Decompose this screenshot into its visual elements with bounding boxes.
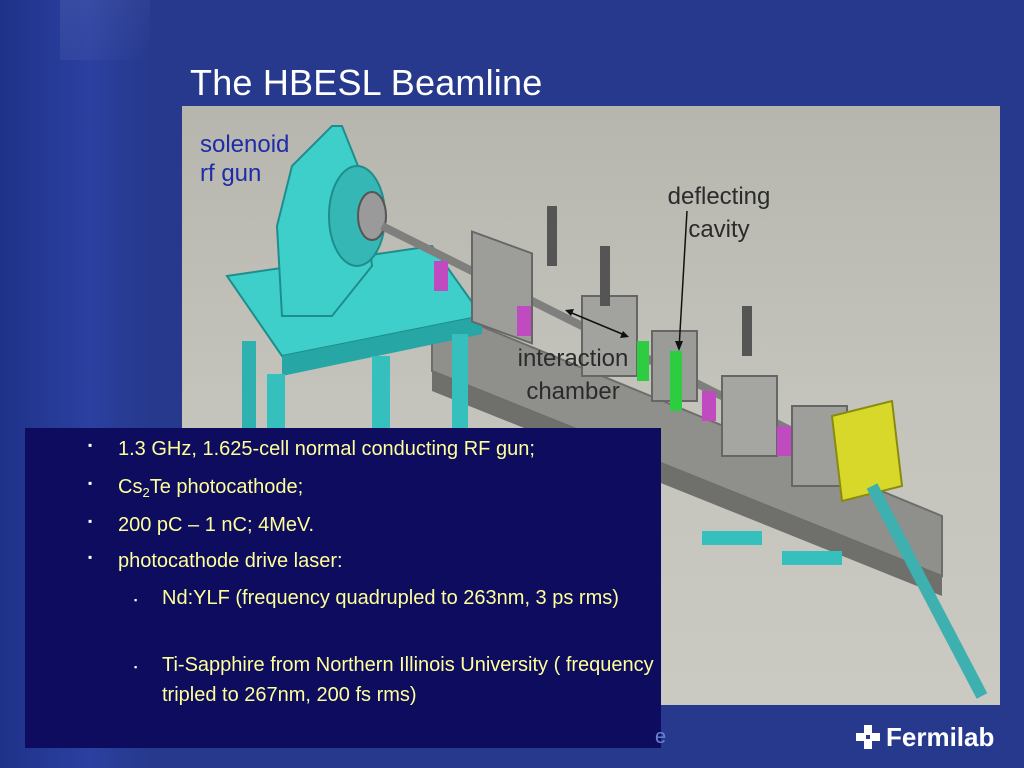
beamline-illustration <box>225 125 988 699</box>
subbullet-marker: ▪ <box>134 662 138 672</box>
specs-text-box: ▪ 1.3 GHz, 1.625-cell normal conducting … <box>25 428 661 748</box>
table-leg-3 <box>452 334 468 454</box>
label-deflecting-cavity: deflecting cavity <box>667 183 771 243</box>
fermilab-mark-icon <box>856 725 880 749</box>
gun-table-side <box>282 316 482 376</box>
fermilab-logo-text: Fermilab <box>886 721 995 752</box>
port-3 <box>742 306 752 356</box>
bullet-marker: ▪ <box>88 476 93 490</box>
lower-support-1 <box>702 531 762 545</box>
port-1 <box>547 206 557 266</box>
bullet-marker: ▪ <box>88 438 93 452</box>
slide-title: The HBESL Beamline <box>190 62 543 103</box>
gun-flange <box>357 191 387 241</box>
output-arm <box>866 483 988 699</box>
magnet-magenta-1 <box>434 261 448 291</box>
footer-stray-glyph: e <box>655 726 667 748</box>
deflecting-arrow <box>678 210 688 350</box>
label-interaction-chamber: interaction chamber <box>517 345 629 405</box>
magnet-green-2 <box>637 341 649 381</box>
bullet-drive-laser: ▪ photocathode drive laser: <box>88 550 343 572</box>
interaction-arrow <box>566 310 628 337</box>
bullet-rf-gun: ▪ 1.3 GHz, 1.625-cell normal conducting … <box>88 438 535 460</box>
interaction-arrowhead-left <box>565 309 574 316</box>
dipole-yellow <box>830 399 904 503</box>
bullet-charge-energy: ▪ 200 pC – 1 nC; 4MeV. <box>88 514 315 536</box>
lower-support-2 <box>782 551 842 565</box>
magnet-magenta-2 <box>517 306 531 336</box>
subbullet-nd-ylf: ▪ Nd:YLF (frequency quadrupled to 263nm,… <box>134 583 662 613</box>
bullet-marker: ▪ <box>88 550 93 564</box>
subbullet-marker: ▪ <box>134 595 138 605</box>
magnet-magenta-4 <box>777 426 791 456</box>
label-solenoid-rf-gun: solenoid rf gun <box>200 131 290 187</box>
base-rail-side <box>432 371 942 596</box>
interaction-arrowhead-right <box>620 331 629 338</box>
beamline-render <box>182 106 1000 705</box>
bullet-photocathode: ▪ Cs2Te photocathode; <box>88 476 304 500</box>
subbullet-ti-sapphire: ▪ Ti-Sapphire from Northern Illinois Uni… <box>134 654 654 706</box>
bullet-marker: ▪ <box>88 514 93 528</box>
deflecting-arrowhead <box>675 341 683 351</box>
module-3 <box>721 375 778 457</box>
magnet-green-1 <box>670 351 682 411</box>
fermilab-logo: Fermilab <box>856 720 994 754</box>
port-2 <box>600 246 610 306</box>
magnet-magenta-3 <box>702 391 716 421</box>
